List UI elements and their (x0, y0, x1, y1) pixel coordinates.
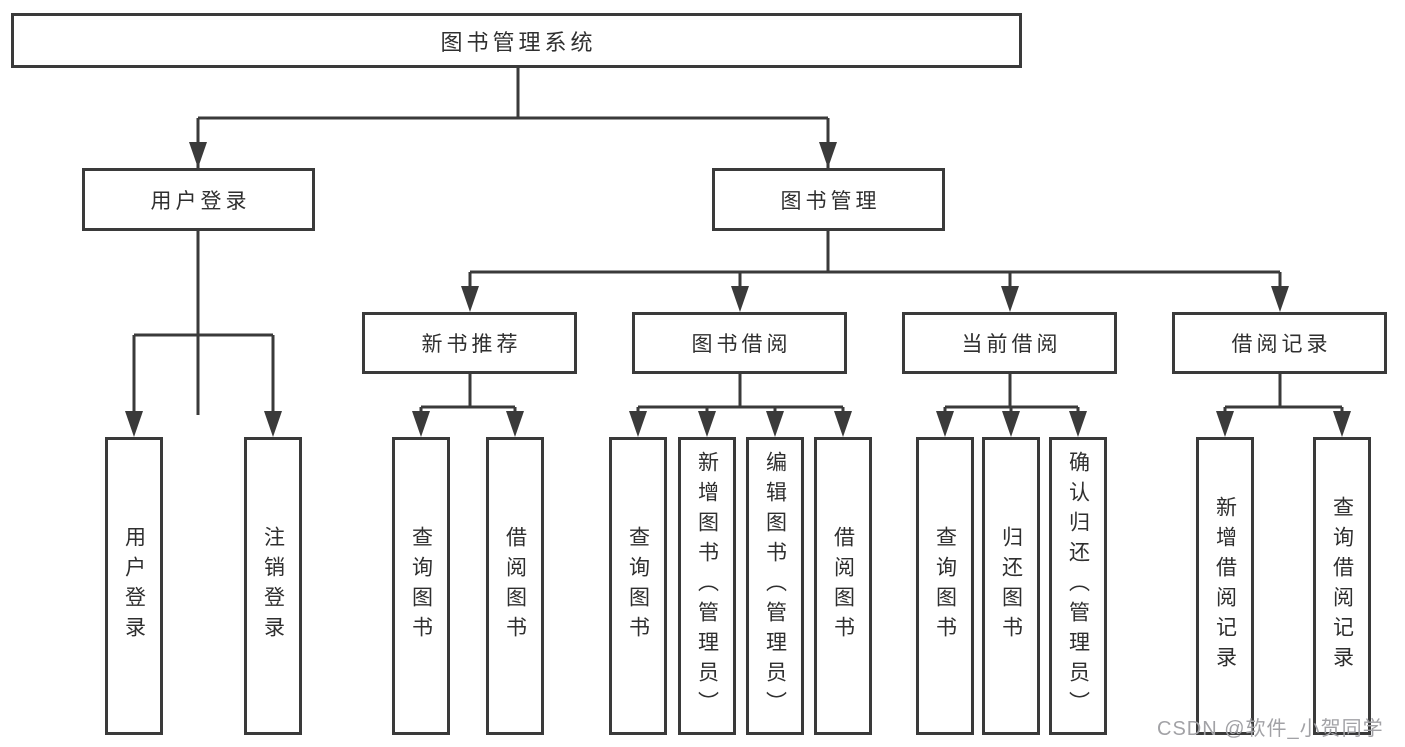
node-borrow-books-leaf: 借阅图书 (814, 437, 872, 735)
node-logout: 注销登录 (244, 437, 302, 735)
node-label: 借阅记录 (1231, 333, 1332, 356)
node-label: 借阅图书 (503, 526, 527, 646)
node-label: 确认归还（管理员） (1066, 451, 1090, 721)
node-query-books-recommend: 查询图书 (392, 437, 450, 735)
node-add-book-admin: 新增图书（管理员） (678, 437, 736, 735)
node-borrow-records: 借阅记录 (1172, 312, 1387, 374)
node-label: 当前借阅 (961, 333, 1062, 356)
node-confirm-return-admin: 确认归还（管理员） (1049, 437, 1107, 735)
node-label: 归还图书 (999, 526, 1023, 646)
node-label: 新书推荐 (421, 333, 522, 356)
node-label: 图书借阅 (691, 333, 792, 356)
node-label: 查询借阅记录 (1330, 496, 1354, 676)
node-label: 查询图书 (409, 526, 433, 646)
node-label: 用户登录 (122, 526, 146, 646)
node-book-management: 图书管理 (712, 168, 945, 231)
node-add-borrow-record: 新增借阅记录 (1196, 437, 1254, 735)
node-query-borrow-record: 查询借阅记录 (1313, 437, 1371, 735)
node-new-book-recommend: 新书推荐 (362, 312, 577, 374)
node-user-login-leaf: 用户登录 (105, 437, 163, 735)
node-return-book: 归还图书 (982, 437, 1040, 735)
arrowheads (125, 142, 1351, 437)
node-label: 用户登录 (150, 189, 251, 213)
node-library-management-system: 图书管理系统 (11, 13, 1022, 68)
node-user-login: 用户登录 (82, 168, 315, 231)
node-label: 新增图书（管理员） (695, 451, 719, 721)
node-current-borrow: 当前借阅 (902, 312, 1117, 374)
node-label: 查询图书 (626, 526, 650, 646)
node-label: 编辑图书（管理员） (763, 451, 787, 721)
node-book-borrow: 图书借阅 (632, 312, 847, 374)
node-edit-book-admin: 编辑图书（管理员） (746, 437, 804, 735)
node-label: 图书管理系统 (440, 29, 597, 55)
node-borrow-books-recommend: 借阅图书 (486, 437, 544, 735)
node-label: 注销登录 (261, 526, 285, 646)
node-query-books-borrow: 查询图书 (609, 437, 667, 735)
node-query-books-current: 查询图书 (916, 437, 974, 735)
node-label: 借阅图书 (831, 526, 855, 646)
watermark: CSDN @软件_小贺同学 (1157, 718, 1384, 740)
node-label: 新增借阅记录 (1213, 496, 1237, 676)
node-label: 查询图书 (933, 526, 957, 646)
node-label: 图书管理 (780, 189, 881, 213)
